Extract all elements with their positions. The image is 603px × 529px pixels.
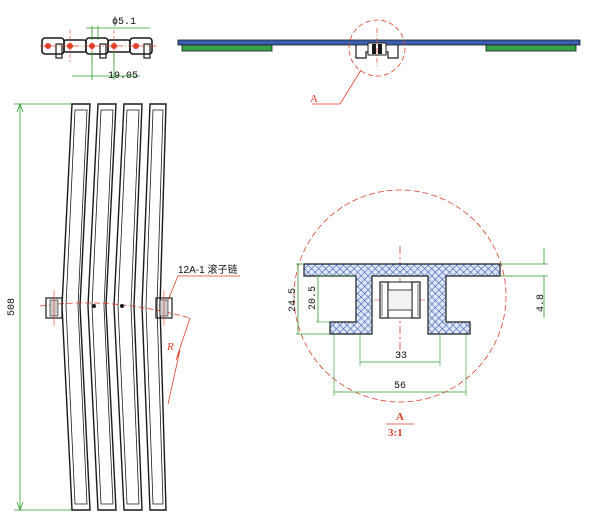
chain-type-label: 12A-1 滚子链: [178, 263, 237, 276]
radius-label: R: [166, 341, 174, 353]
overall-height-label: 508: [7, 298, 18, 316]
outer-height-label: 24.5: [288, 288, 299, 312]
section-scale-label: 3:1: [388, 427, 403, 439]
outer-width-label: 56: [394, 381, 406, 392]
section-marker-label: A: [310, 93, 318, 105]
top-plan-view: A: [177, 19, 581, 105]
overall-chain-view: 508 12A-1 滚子链 R: [7, 102, 240, 512]
section-view-a: 24.5 20.5 4.8 33 56 A 3:1: [288, 189, 548, 439]
inner-height-label: 20.5: [308, 286, 319, 310]
section-title-label: A: [396, 411, 404, 423]
pitch-length-label: 19.05: [108, 71, 138, 82]
thickness-label: 4.8: [536, 294, 547, 312]
inner-width-label: 33: [395, 351, 407, 362]
hole-diameter-label: ϕ5.1: [112, 16, 136, 28]
pitch-detail-view: ϕ5.1 19.05: [40, 16, 156, 82]
